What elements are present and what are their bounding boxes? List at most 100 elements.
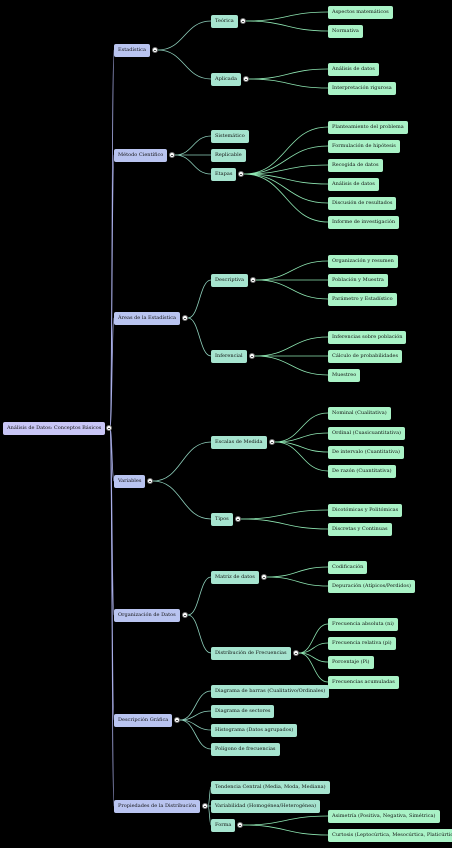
node-de-intervalo-cuantitativa[interactable]: De intervalo (Cuantitativa) xyxy=(328,445,404,459)
connector-formulacion-de-hipotesis xyxy=(243,145,329,175)
collapse-toggle-distribucion-de-frecuencias[interactable] xyxy=(293,650,299,656)
node-frecuencia-absoluta-ni[interactable]: Frecuencia absoluta (ni) xyxy=(328,617,398,631)
collapse-toggle-etapas[interactable] xyxy=(238,171,244,177)
node-recogida-de-datos[interactable]: Recogida de datos xyxy=(328,158,383,172)
collapse-toggle-estadistica[interactable] xyxy=(152,47,158,53)
node-planteamiento-del-problema[interactable]: Planteamiento del problema xyxy=(328,120,408,134)
node-inferencial[interactable]: Inferencial xyxy=(211,349,247,363)
node-metodo-cientifico[interactable]: Método Científico xyxy=(114,148,168,162)
node-normativa[interactable]: Normativa xyxy=(328,24,363,38)
node-replicable[interactable]: Replicable xyxy=(211,148,246,162)
node-tipos[interactable]: Tipos xyxy=(211,512,233,526)
connector-frecuencia-absoluta-ni xyxy=(298,623,329,654)
connector-inferencial xyxy=(187,317,212,357)
collapse-toggle-teorica[interactable] xyxy=(240,18,246,24)
connector-informe-de-investigacion xyxy=(243,173,329,223)
node-tendencia-central-media-moda-mediana[interactable]: Tendencia Central (Media, Moda, Mediana) xyxy=(211,780,330,794)
connector-sistematico xyxy=(174,135,212,156)
collapse-toggle-areas-de-la-estadistica[interactable] xyxy=(182,315,188,321)
collapse-toggle-variables[interactable] xyxy=(147,478,153,484)
connector-analisis-de-datos xyxy=(243,173,329,185)
connector-discretas-y-continuas xyxy=(240,518,329,530)
node-etapas[interactable]: Etapas xyxy=(211,167,237,181)
node-curtosis-leptocurtica-mesocurtica-platicurtica[interactable]: Curtosis (Leptocúrtica, Mesocúrtica, Pla… xyxy=(328,828,452,842)
connector-depuracion-atipicos-perdidos xyxy=(266,576,329,587)
node-aplicada[interactable]: Aplicada xyxy=(211,72,241,86)
node-ordinal-cuasicuantitativa[interactable]: Ordinal (Cuasicuantitativa) xyxy=(328,426,406,440)
collapse-toggle-matriz-de-datos[interactable] xyxy=(261,574,267,580)
connector-aspectos-matematicos xyxy=(245,11,329,22)
node-codificacion[interactable]: Codificación xyxy=(328,560,368,574)
node-nominal-cualitativa[interactable]: Nominal (Cualitativa) xyxy=(328,406,391,420)
connector-organizacion-y-resumen xyxy=(255,260,329,281)
node-distribucion-de-frecuencias[interactable]: Distribución de Frecuencias xyxy=(211,646,291,660)
connector-areas-de-la-estadistica xyxy=(109,317,115,429)
node-calculo-de-probabilidades[interactable]: Cálculo de probabilidades xyxy=(328,349,403,363)
node-discusion-de-resultados[interactable]: Discusión de resultados xyxy=(328,196,397,210)
node-variabilidad-homogenea-heterogenea[interactable]: Variabilidad (Homogénea/Heterogénea) xyxy=(211,799,321,813)
node-diagrama-de-barras-cualitativo-ordinales[interactable]: Diagrama de barras (Cualitativo/Ordinale… xyxy=(211,684,330,698)
node-analisis-de-datos-conceptos-basicos[interactable]: Análisis de Datos: Conceptos Básicos xyxy=(3,421,106,435)
node-poblacion-y-muestra[interactable]: Población y Muestra xyxy=(328,273,388,287)
node-discretas-y-continuas[interactable]: Discretas y Continuas xyxy=(328,522,392,536)
node-histograma-datos-agrupados[interactable]: Histograma (Datos agrupados) xyxy=(211,723,298,737)
connector-tipos xyxy=(152,480,212,520)
collapse-toggle-propiedades-de-la-distribucion[interactable] xyxy=(202,803,208,809)
collapse-toggle-analisis-de-datos-conceptos-basicos[interactable] xyxy=(106,425,112,431)
connector-asimetria-positiva-negativa-simetrica xyxy=(242,815,329,826)
node-forma[interactable]: Forma xyxy=(211,818,236,832)
node-organizacion-de-datos[interactable]: Organización de Datos xyxy=(114,608,180,622)
node-porcentaje-pi[interactable]: Porcentaje (Pi) xyxy=(328,655,374,669)
node-poligono-de-frecuencias[interactable]: Polígono de frecuencias xyxy=(211,742,280,756)
node-diagrama-de-sectores[interactable]: Diagrama de sectores xyxy=(211,704,275,718)
connector-propiedades-de-la-distribucion xyxy=(109,427,115,807)
node-descriptiva[interactable]: Descriptiva xyxy=(211,273,248,287)
node-organizacion-y-resumen[interactable]: Organización y resumen xyxy=(328,254,398,268)
node-frecuencia-relativa-pi[interactable]: Frecuencia relativa (pi) xyxy=(328,636,396,650)
connector-ordinal-cuasicuantitativa xyxy=(274,432,329,443)
collapse-toggle-aplicada[interactable] xyxy=(243,76,249,82)
collapse-toggle-descripcion-grafica[interactable] xyxy=(174,717,180,723)
node-variables[interactable]: Variables xyxy=(114,474,146,488)
node-frecuencias-acumuladas[interactable]: Frecuencias acumuladas xyxy=(328,675,399,689)
node-parametro-y-estadistico[interactable]: Parámetro y Estadístico xyxy=(328,292,397,306)
connector-analisis-de-datos xyxy=(248,68,329,80)
connector-teorica xyxy=(157,20,212,51)
node-descripcion-grafica[interactable]: Descripción Gráfica xyxy=(114,713,173,727)
connector-aplicada xyxy=(157,49,212,80)
node-inferencias-sobre-poblacion[interactable]: Inferencias sobre población xyxy=(328,330,407,344)
node-sistematico[interactable]: Sistemático xyxy=(211,129,249,143)
collapse-toggle-forma[interactable] xyxy=(237,822,243,828)
connector-escalas-de-medida xyxy=(152,441,212,482)
connector-planteamiento-del-problema xyxy=(243,126,329,175)
collapse-toggle-escalas-de-medida[interactable] xyxy=(269,439,275,445)
collapse-toggle-tipos[interactable] xyxy=(235,516,241,522)
node-propiedades-de-la-distribucion[interactable]: Propiedades de la Distribución xyxy=(114,799,201,813)
node-analisis-de-datos[interactable]: Análisis de datos xyxy=(328,177,379,191)
node-estadistica[interactable]: Estadística xyxy=(114,43,150,57)
node-matriz-de-datos[interactable]: Matriz de datos xyxy=(211,570,259,584)
node-informe-de-investigacion[interactable]: Informe de investigación xyxy=(328,215,400,229)
node-formulacion-de-hipotesis[interactable]: Formulación de hipótesis xyxy=(328,139,400,153)
node-analisis-de-datos[interactable]: Análisis de datos xyxy=(328,62,379,76)
node-aspectos-matematicos[interactable]: Aspectos matemáticos xyxy=(328,5,393,19)
node-interpretacion-rigurosa[interactable]: Interpretación rigurosa xyxy=(328,81,396,95)
connector-descriptiva xyxy=(187,279,212,319)
connector-frecuencias-acumuladas xyxy=(298,652,329,683)
node-depuracion-atipicos-perdidos[interactable]: Depuración (Atípicos/Perdidos) xyxy=(328,579,415,593)
node-de-razon-cuantitativa[interactable]: De razón (Cuantitativa) xyxy=(328,464,396,478)
collapse-toggle-metodo-cientifico[interactable] xyxy=(169,152,175,158)
node-muestreo[interactable]: Muestreo xyxy=(328,368,361,382)
node-teorica[interactable]: Teórica xyxy=(211,14,238,28)
collapse-toggle-organizacion-de-datos[interactable] xyxy=(182,612,188,618)
collapse-toggle-inferencial[interactable] xyxy=(249,353,255,359)
connector-interpretacion-rigurosa xyxy=(248,78,329,89)
node-areas-de-la-estadistica[interactable]: Áreas de la Estadística xyxy=(114,311,180,325)
collapse-toggle-descriptiva[interactable] xyxy=(250,277,256,283)
connector-poligono-de-frecuencias xyxy=(179,719,212,750)
connector-recogida-de-datos xyxy=(243,164,329,175)
connector-de-razon-cuantitativa xyxy=(274,441,329,472)
node-asimetria-positiva-negativa-simetrica[interactable]: Asimetría (Positiva, Negativa, Simétrica… xyxy=(328,809,440,823)
node-dicotomicas-y-politomicas[interactable]: Dicotómicas y Politómicas xyxy=(328,503,403,517)
node-escalas-de-medida[interactable]: Escalas de Medida xyxy=(211,435,267,449)
